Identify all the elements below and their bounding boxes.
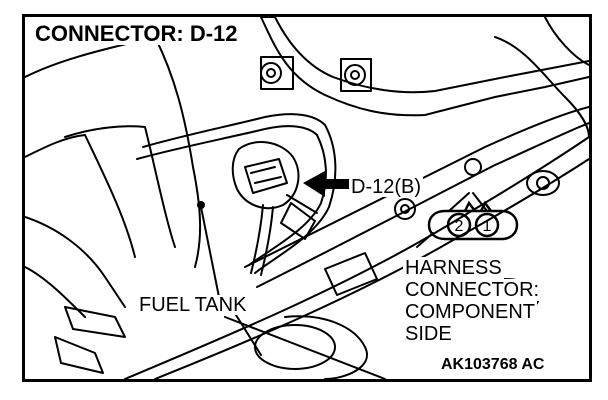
connector-label: D-12(B) xyxy=(349,176,424,198)
bolt-icon xyxy=(344,64,366,86)
harness-label-line: CONNECTOR: xyxy=(403,279,542,301)
figure-code: AK103768 AC xyxy=(441,356,545,373)
diagram-title: CONNECTOR: D-12 xyxy=(33,21,240,46)
bolt-icon xyxy=(260,62,282,84)
harness-label-line: COMPONENT xyxy=(403,301,537,323)
pin-2 xyxy=(446,212,472,238)
harness-label-line: HARNESS xyxy=(403,257,504,279)
pin-1-label: 1 xyxy=(483,218,492,235)
harness-label-line: SIDE xyxy=(403,323,454,345)
fuel-tank-label: FUEL TANK xyxy=(137,294,249,316)
vehicle-underbody-illustration: 2 1 xyxy=(25,17,589,379)
harness-connector-face xyxy=(427,200,519,241)
pin-1 xyxy=(474,212,500,238)
arrow-left-icon xyxy=(303,171,349,197)
pin-2-label: 2 xyxy=(455,218,464,235)
diagram-frame: 2 1 CONNECTOR: D-12 D-12(B) FUEL TANK HA… xyxy=(22,14,592,382)
harness-connector-label: HARNESS CONNECTOR: COMPONENT SIDE xyxy=(401,257,543,345)
